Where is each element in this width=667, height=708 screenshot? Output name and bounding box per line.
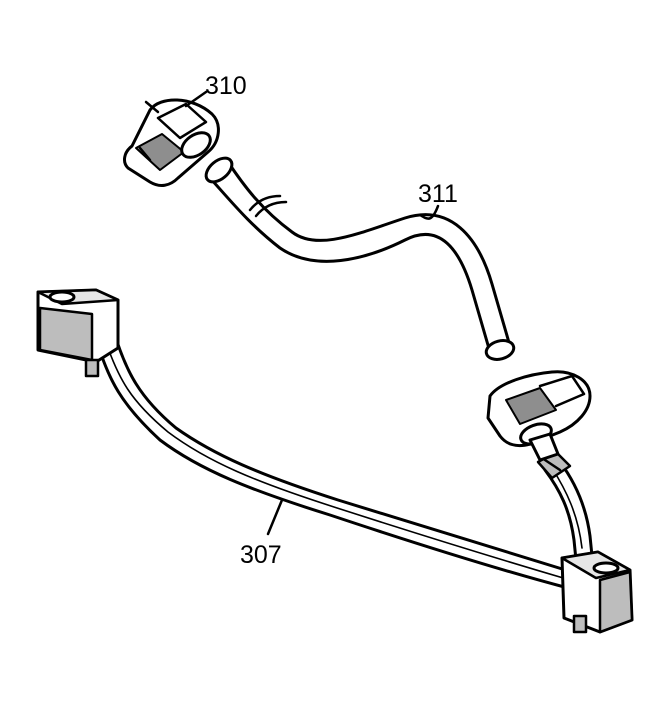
clamp-310 bbox=[123, 90, 220, 187]
pipe-307 bbox=[36, 288, 634, 634]
callout-310: 310 bbox=[205, 72, 247, 100]
hose-311 bbox=[204, 156, 516, 361]
callout-307: 307 bbox=[240, 541, 282, 569]
clamp-lower bbox=[486, 370, 592, 462]
callout-311: 311 bbox=[418, 180, 458, 208]
leader-307 bbox=[266, 498, 284, 536]
